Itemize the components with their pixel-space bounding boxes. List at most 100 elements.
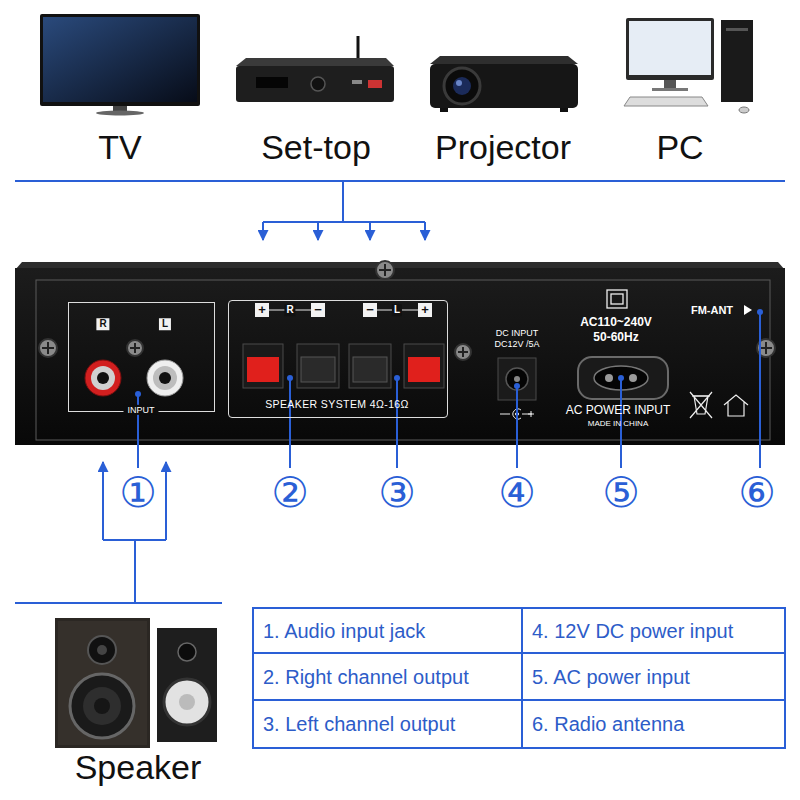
antenna-pointer-part <box>744 305 752 315</box>
set-top-icon-part <box>368 80 382 88</box>
leader-line-part <box>516 386 518 468</box>
channel-label: L <box>392 304 402 316</box>
description-table-part <box>253 608 785 748</box>
indoor-use-symbol <box>724 395 748 416</box>
callout-number: ① <box>119 472 157 514</box>
input-label: INPUT <box>124 405 159 415</box>
channel-label: R <box>96 318 109 330</box>
pc-icon-part <box>626 18 714 80</box>
tv-icon <box>40 14 200 116</box>
leader-dot <box>135 309 763 397</box>
speaker-icon-part <box>164 679 210 725</box>
device-label: TV <box>98 128 141 167</box>
screw-part <box>455 344 471 360</box>
speaker-icon-part <box>55 618 150 748</box>
pc-icon-part <box>624 97 708 106</box>
leader-dot-part <box>757 309 763 315</box>
callout-number: ⑥ <box>738 472 776 514</box>
signal-lines-part <box>342 181 344 222</box>
input-bracket-part <box>102 462 104 540</box>
polarity-sign: + <box>255 303 269 317</box>
polarity-sign: + <box>418 303 432 317</box>
projector-icon-part <box>560 108 568 112</box>
signal-lines-part <box>369 222 371 240</box>
table-cell: 2. Right channel output <box>263 666 469 689</box>
speaker-terminal <box>243 344 444 388</box>
leader-dot-part <box>394 375 400 381</box>
antenna-label: FM-ANT <box>691 304 733 317</box>
input-jack-box: R L INPUT <box>68 302 215 412</box>
tv-icon-part <box>113 106 127 111</box>
table-cell: 1. Audio input jack <box>263 620 425 643</box>
set-top-icon-part <box>357 36 360 60</box>
projector-icon-part <box>444 68 480 104</box>
double-insulation-symbol <box>607 290 627 308</box>
table-cell: 4. 12V DC power input <box>532 620 733 643</box>
polarity-sign: − <box>363 303 377 317</box>
set-top-icon-part <box>352 80 362 84</box>
antenna-pointer <box>744 305 760 445</box>
table-cell: 3. Left channel output <box>263 713 455 736</box>
screw-part <box>458 347 468 357</box>
table-cell: 6. Radio antenna <box>532 713 684 736</box>
tv-icon-part <box>40 14 200 106</box>
screw-part <box>379 264 391 276</box>
speaker-terminal-part <box>297 344 339 388</box>
ac-socket <box>578 357 668 399</box>
device-label: PC <box>656 128 703 167</box>
speaker-icon-part <box>88 636 116 664</box>
dc-input-rating: DC INPUT DC12V /5A <box>487 328 547 350</box>
table-cell: 5. AC power input <box>532 666 690 689</box>
projector-icon <box>430 56 578 112</box>
pc-icon-part <box>664 80 676 88</box>
pc-icon-part <box>629 21 711 75</box>
projector-icon-part <box>430 56 578 64</box>
pc-icon-part <box>721 20 753 102</box>
signal-lines-part <box>262 222 264 240</box>
leader-dot-part <box>287 375 293 381</box>
input-bracket-part <box>165 462 167 540</box>
ac-input-label: AC POWER INPUT <box>566 404 671 418</box>
channel-label: L <box>159 318 171 330</box>
signal-lines-part <box>317 222 319 240</box>
polarity-symbol-part <box>522 411 534 417</box>
signal-lines-part <box>263 221 425 223</box>
screw-part <box>376 261 394 279</box>
callout-number: ② <box>271 472 309 514</box>
origin-label: MADE IN CHINA <box>588 419 648 428</box>
leader-line-part <box>759 312 761 468</box>
dc-jack-part <box>514 376 520 382</box>
speaker-system-label: SPEAKER SYSTEM 4Ω-16Ω <box>265 398 409 410</box>
leader-dot-part <box>618 375 624 381</box>
ac-socket-part <box>629 374 637 382</box>
rca-jack-part <box>97 372 109 384</box>
rca-jack-part <box>147 360 183 396</box>
projector-icon-part <box>430 64 578 108</box>
speaker-icon-part <box>70 674 134 738</box>
leader-line-part <box>289 378 291 468</box>
speaker-terminal-part <box>349 344 391 388</box>
device-label: Set-top <box>261 128 371 167</box>
leader-line-part <box>396 378 398 468</box>
set-top-icon-part <box>236 58 394 66</box>
device-label: Projector <box>435 128 571 167</box>
weee-symbol-part <box>692 395 710 396</box>
speaker-terminal-part <box>247 357 279 382</box>
polarity-symbol-part <box>500 414 510 415</box>
channel-label: R <box>284 304 295 316</box>
set-top-icon-part <box>236 66 394 102</box>
speaker-terminal-part <box>301 357 335 382</box>
callout-number: ③ <box>378 472 416 514</box>
speaker-icon-part <box>178 643 196 661</box>
weee-symbol-part <box>690 392 712 418</box>
ac-rating: AC110~240V 50-60Hz <box>571 315 661 345</box>
double-insulation-symbol-part <box>607 290 627 308</box>
leader-line <box>138 312 760 468</box>
double-insulation-symbol-part <box>611 294 623 304</box>
speaker-terminal-part <box>404 344 444 388</box>
amplifier-panel: DC INPUT DC12V /5A AC110~240V 50-60Hz AC P… <box>15 262 785 445</box>
set-top-icon-part <box>256 77 288 88</box>
tv-icon-part <box>96 111 144 116</box>
speaker-terminal-box: +R−−L+SPEAKER SYSTEM 4Ω-16Ω <box>228 300 448 418</box>
leader-dot-part <box>135 391 141 397</box>
